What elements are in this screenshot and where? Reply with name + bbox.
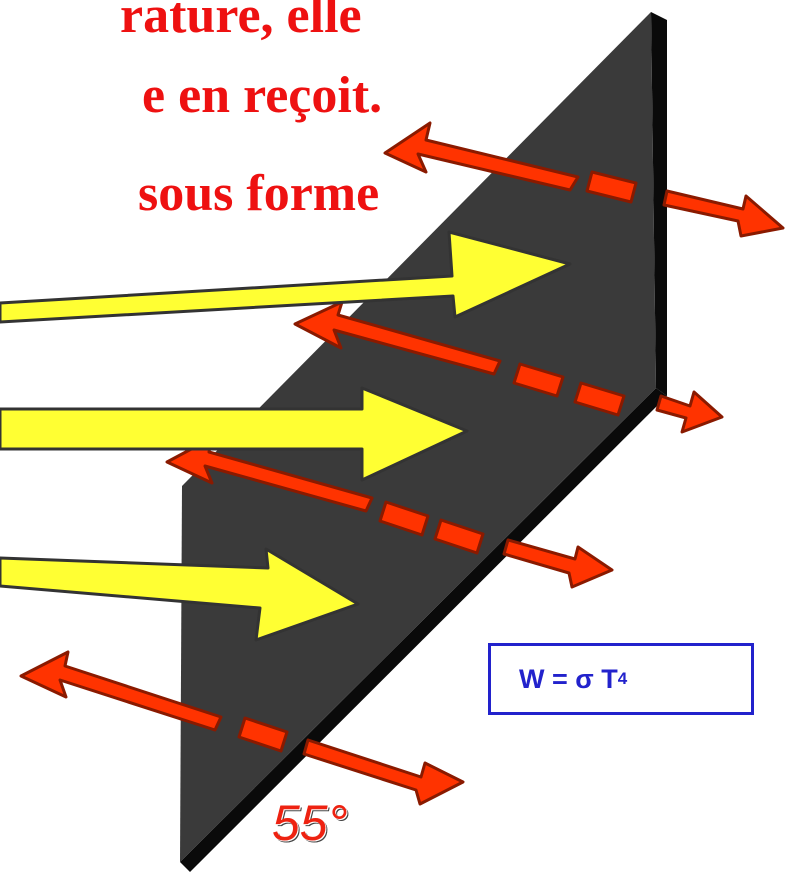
incoming-radiation (0, 230, 572, 642)
emitted-dash-2b (573, 381, 626, 417)
emitted-dash-2a (512, 362, 565, 398)
incoming-arrow-1 (0, 230, 572, 324)
emitted-arrow-right-2 (655, 390, 724, 434)
headline-line-2: e en reçoit. (142, 67, 383, 124)
emitted-dash-1 (585, 170, 638, 204)
formula-exponent: 4 (617, 669, 628, 688)
emitted-radiation (19, 121, 785, 806)
emitted-dash-3a (378, 500, 430, 537)
formula-text: W = σ T (519, 663, 618, 694)
emitted-arrow-left-4 (19, 650, 223, 732)
emitted-arrow-left-2 (293, 300, 502, 376)
emitted-arrow-right-4 (302, 738, 465, 806)
emitted-arrow-right-3 (502, 538, 614, 589)
plate-bottom-edge (180, 388, 667, 872)
headline-line-1: rature, elle (120, 0, 362, 44)
headline-line-3: sous forme (138, 165, 380, 222)
emitted-arrow-right-1 (662, 189, 785, 238)
incoming-arrow-2 (0, 386, 469, 482)
incoming-arrow-3 (0, 547, 360, 642)
emitted-dash-4 (237, 716, 289, 753)
plate-right-edge (651, 12, 667, 396)
angle-label: 55° (272, 795, 348, 851)
emitted-arrow-left-1 (383, 121, 580, 192)
emitted-dash-3b (433, 518, 485, 555)
